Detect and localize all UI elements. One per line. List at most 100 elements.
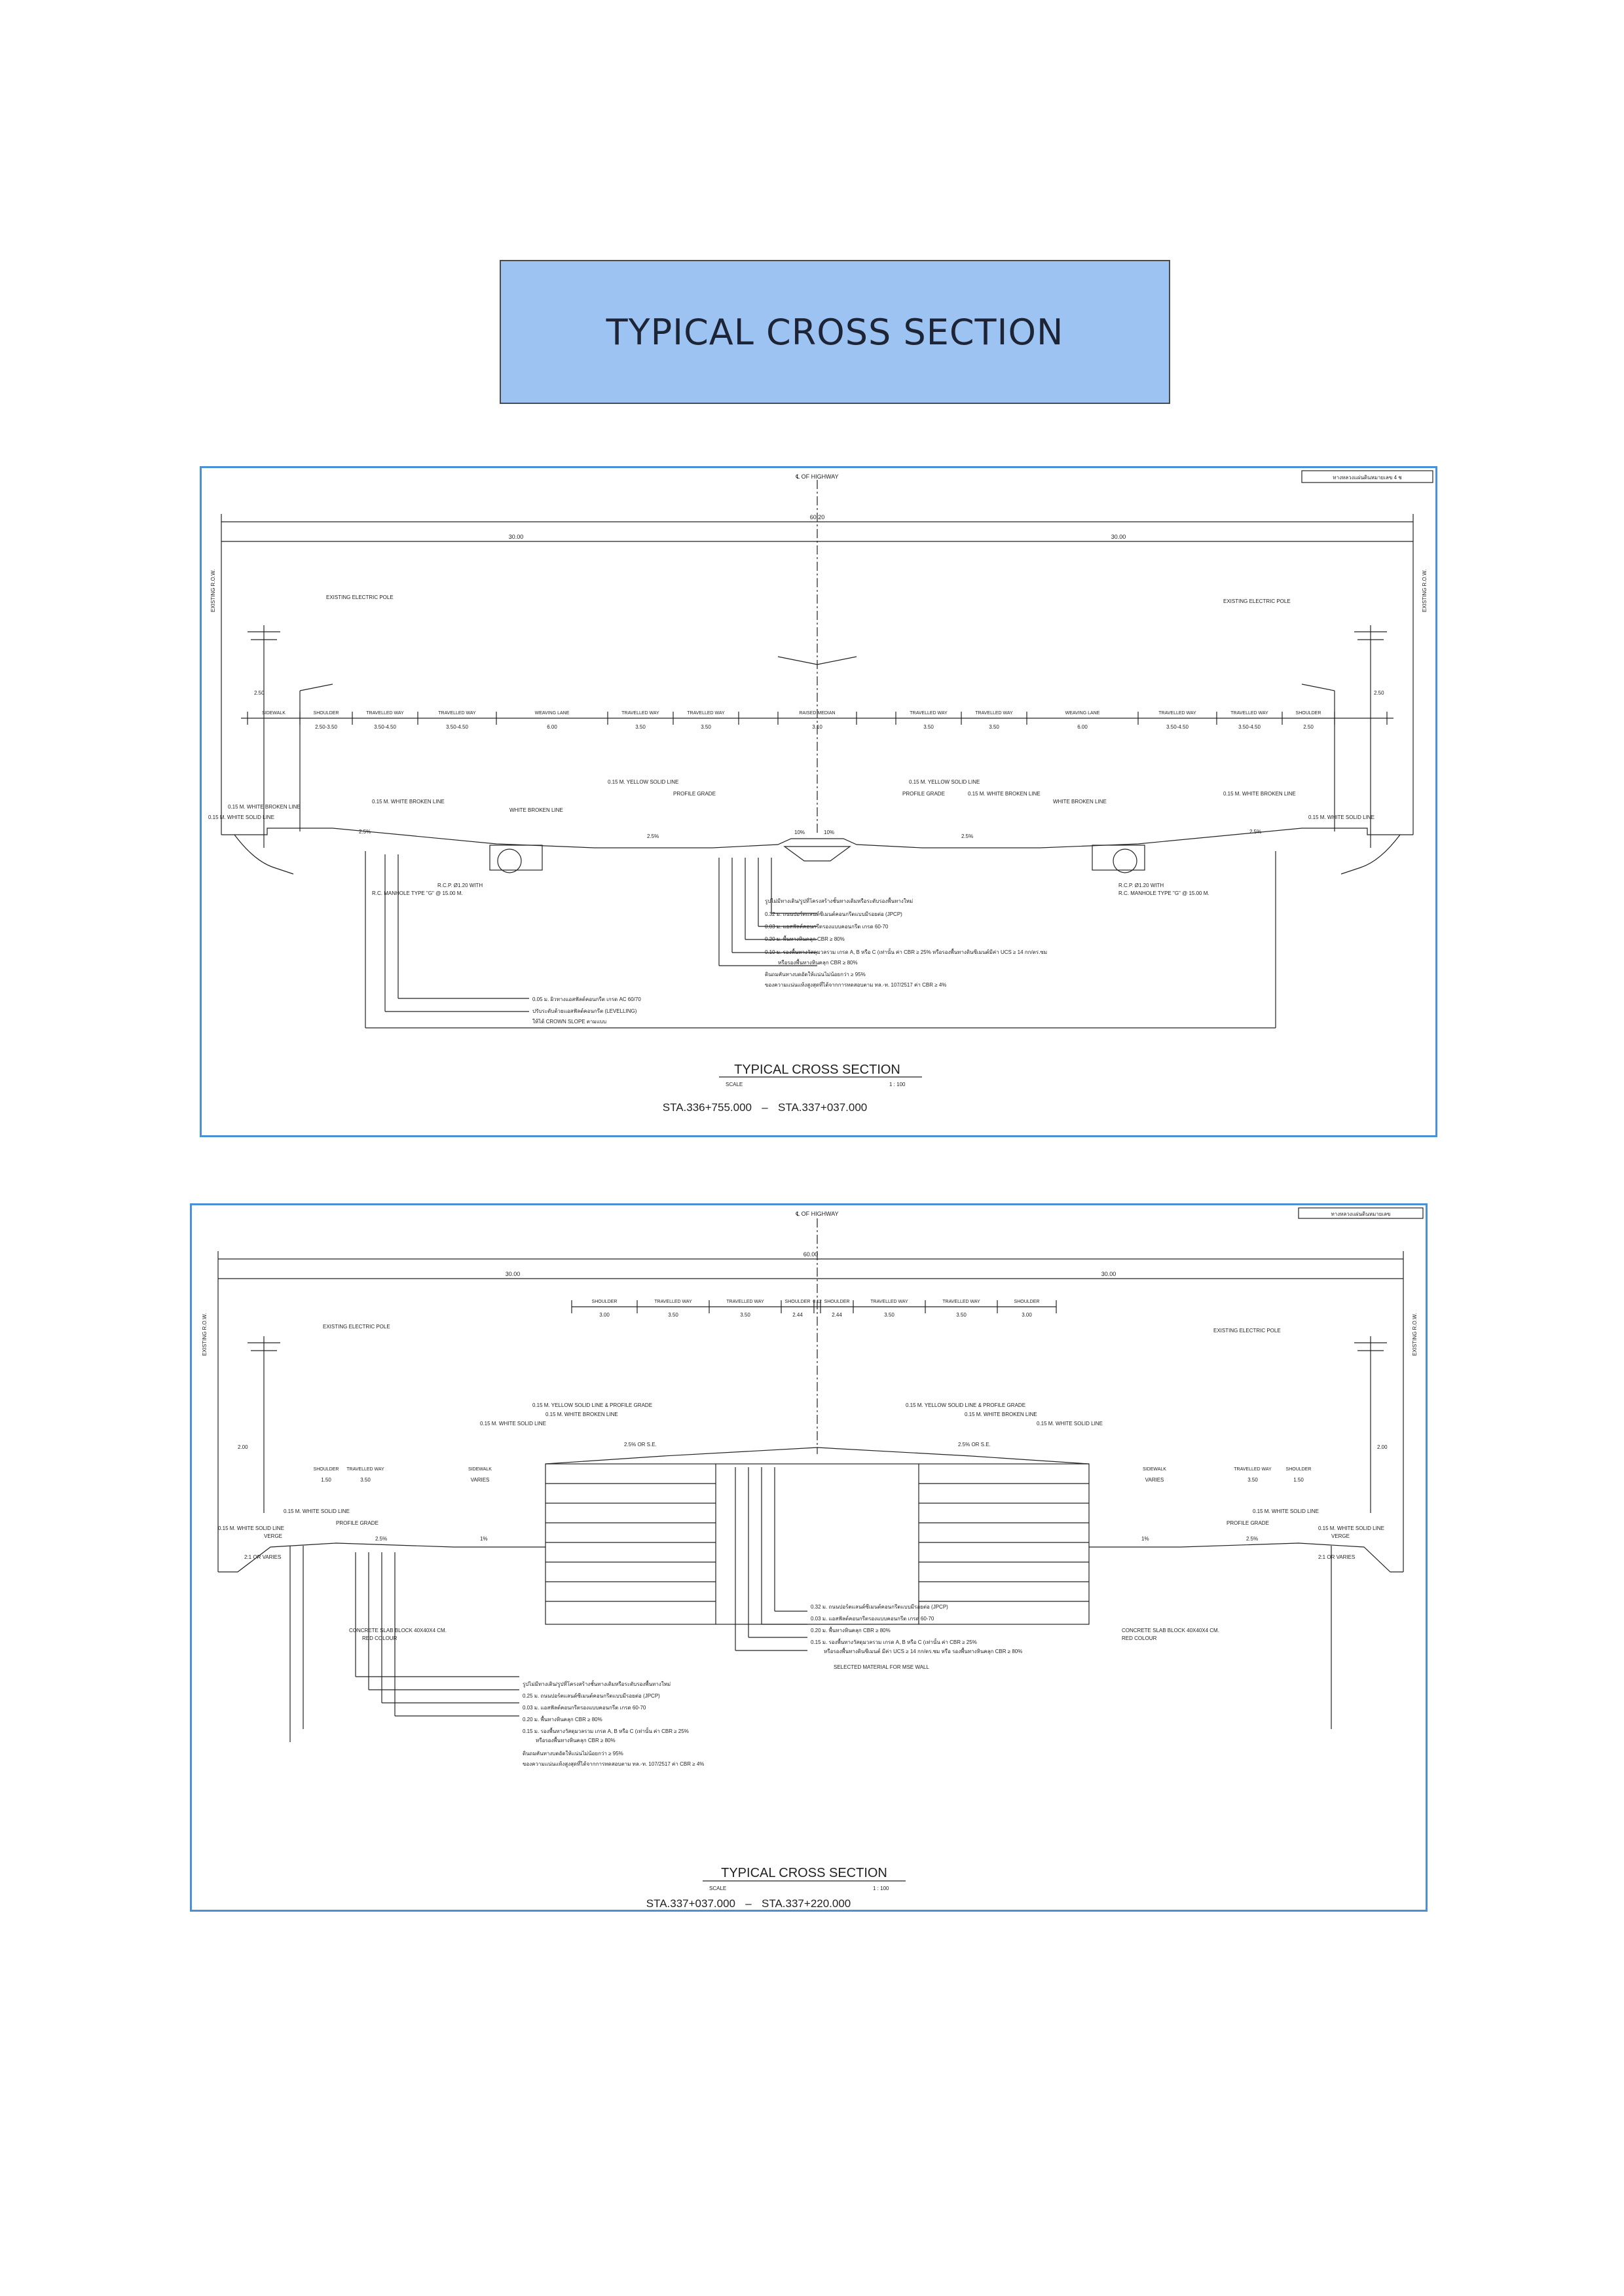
lane-width: 2.44 [792,1312,803,1318]
half-width-right: 30.00 [1101,1271,1116,1277]
lane-label: TRAVELLED WAY [910,711,948,716]
layer-note: 0.03 ม. แอสฟัลต์คอนกรีตรองแบบคอนกรีต เกร… [765,923,889,930]
sheet-tag: ทางหลวงแผ่นดินหมายเลข 4 ช [1333,475,1402,481]
layer-note: 0.20 ม. พื้นทางหินคลุก CBR ≥ 80% [765,935,845,942]
lane-width: 3.00 [1022,1312,1032,1318]
lane-label: TRAVELLED WAY [726,1300,764,1304]
pole-label-left: EXISTING ELECTRIC POLE [326,594,394,600]
edge-right: 2.00 [1377,1444,1388,1450]
layer-note: 0.15 ม. รองพื้นทางวัสดุมวลรวม เกรด A, B … [523,1727,689,1734]
marking-note: 0.15 M. YELLOW SOLID LINE [608,779,678,785]
rcp-note: R.C.P. Ø1.20 WITH [1118,883,1164,888]
lane-label: RAISED MEDIAN [799,711,835,716]
layer-note: 0.32 ม. ถนนปอร์ตแลนด์ซีเมนต์คอนกรีตแบบมี… [765,911,902,917]
layer-note: รูปไม่มีทางเดิน/รูปที่โครงสร้างชั้นทางเด… [523,1680,671,1688]
road-surface-profile [221,828,1413,848]
layer-note: 0.10 ม. รองพื้นทางวัสดุมวลรวม เกรด A, B … [765,948,1047,955]
lane-width: 2.50 [1303,724,1314,730]
layer-note: ดินถมคันทางบดอัดให้แน่นไม่น้อยกว่า ≥ 95% [523,1751,623,1757]
page-title: TYPICAL CROSS SECTION [606,311,1064,353]
marking-note: 0.15 M. YELLOW SOLID LINE & PROFILE GRAD… [532,1402,652,1408]
marking-note: WHITE BROKEN LINE [1053,799,1107,805]
rcp-note: R.C. MANHOLE TYPE "G" @ 15.00 M. [1118,890,1209,896]
lane-label: TRAVELLED WAY [975,711,1013,716]
marking-notes-top: 0.15 M. YELLOW SOLID LINE & PROFILE GRAD… [480,1402,1103,1427]
mse-layers: 0.32 ม. ถนนปอร์ตแลนด์ซีเมนต์คอนกรีตแบบมี… [811,1603,1022,1670]
station-dash: – [745,1897,752,1910]
lane-width: 2.50-3.50 [315,724,337,730]
pole-label-right: EXISTING ELECTRIC POLE [1213,1328,1281,1334]
marking-note: 0.15 M. YELLOW SOLID LINE & PROFILE GRAD… [906,1402,1025,1408]
marking-note: 0.15 M. WHITE SOLID LINE [1253,1508,1319,1514]
marking-note: PROFILE GRADE [673,791,716,797]
layer-note: หรือรองพื้นทางดินซีเมนต์ มีค่า UCS ≥ 14 … [824,1647,1022,1654]
frontage-layers: รูปไม่มีทางเดิน/รูปที่โครงสร้างชั้นทางเด… [523,1680,704,1768]
lane-width: 3.10 [812,724,822,730]
lane-label: TRAVELLED WAY [1158,711,1196,716]
marking-note: 0.15 M. WHITE BROKEN LINE [228,804,301,810]
slope-label: 2.5% [647,833,659,839]
half-width-right: 30.00 [1111,534,1126,540]
slope-labels: 2.5% 2.5% 10% 10% 2.5% 2.5% [359,829,1261,839]
top-lane-ticks [571,1300,1057,1313]
marking-note: 0.15 M. WHITE SOLID LINE [480,1421,546,1427]
pole-label-right: EXISTING ELECTRIC POLE [1223,598,1291,604]
lane-width: 3.50 [884,1312,895,1318]
lane-label: TRAVELLED WAY [870,1300,908,1304]
lane-label: WEAVING LANE [535,711,570,716]
lane-label: TRAVELLED WAY [621,711,659,716]
layer-note: 0.03 ม. แอสฟัลต์คอนกรีตรองแบบคอนกรีต เกร… [811,1615,934,1622]
edge-left: 2.50 [254,690,265,696]
layer-note: 0.25 ม. ถนนปอร์ตแลนด์ซีเมนต์คอนกรีตแบบมี… [523,1692,660,1699]
frontage-road-left [218,1542,545,1573]
sheet-tag-box [1298,1207,1424,1219]
slope-label: 2.5% [1246,1536,1258,1542]
lane-width: 3.50 [635,724,646,730]
layer-note: SELECTED MATERIAL FOR MSE WALL [834,1664,930,1670]
frontage-road-right [1089,1542,1403,1573]
slope-label: 2:1 OR VARIES [1318,1554,1355,1560]
lane-label: SHOULDER [592,1300,618,1304]
overlay-note: ให้ได้ CROWN SLOPE ตามแบบ [532,1019,606,1025]
lane-width: 3.50-4.50 [1238,724,1261,730]
ditch-left [234,834,294,875]
half-width-left: 30.00 [509,534,524,540]
raised-median [783,846,851,862]
lane-width: 3.50-4.50 [1166,724,1189,730]
slope-label: 1% [1141,1536,1149,1542]
lane-width: 3.50 [668,1312,678,1318]
marking-note: 0.15 M. WHITE SOLID LINE [1308,814,1375,820]
marking-note: 0.15 M. WHITE SOLID LINE [218,1525,284,1531]
frontage-lane-labels: SHOULDER TRAVELLED WAY SIDEWALK SIDEWALK… [314,1467,1312,1472]
rcp-note: R.C. MANHOLE TYPE "G" @ 15.00 M. [372,890,463,896]
lane-label: TRAVELLED WAY [366,711,404,716]
lane-width: 3.50 [923,724,934,730]
row-label-right: EXISTING R.O.W. [1412,1313,1418,1356]
marking-note: PROFILE GRADE [902,791,945,797]
marking-note: 0.15 M. WHITE SOLID LINE [1318,1525,1384,1531]
rcp-pipe-left [497,848,522,873]
rcp-pipe-right [1113,848,1137,873]
lane-width: VARIES [471,1477,490,1483]
lane-label: TRAVELLED WAY [438,711,476,716]
slab-note: RED COLOUR [1122,1635,1157,1641]
slope-label: 2.5% [1249,829,1261,835]
lane-width: 6.00 [1077,724,1088,730]
slab-notes: CONCRETE SLAB BLOCK 40X40X4 CM. RED COLO… [349,1628,1219,1641]
layer-note: 0.20 ม. พื้นทางหินคลุก CBR ≥ 80% [811,1626,891,1633]
frontage-lane-widths: 1.50 3.50 VARIES VARIES 3.50 1.50 [321,1477,1304,1483]
slab-note: CONCRETE SLAB BLOCK 40X40X4 CM. [349,1628,447,1633]
lane-label: SHOULDER [785,1300,811,1304]
layer-note: 0.15 ม. รองพื้นทางวัสดุมวลรวม เกรด A, B … [811,1638,977,1645]
page-title-banner: TYPICAL CROSS SECTION [500,260,1170,404]
row-label-left: EXISTING R.O.W. [210,570,216,612]
marking-note: 0.15 M. WHITE BROKEN LINE [372,799,445,805]
lane-width: 3.00 [599,1312,610,1318]
top-lane-labels: SHOULDER TRAVELLED WAY TRAVELLED WAY SHO… [592,1300,1040,1304]
overlay-note: 0.05 ม. ผิวทางแอสฟัลต์คอนกรีต เกรด AC 60… [532,996,641,1002]
edge-left: 2.00 [238,1444,248,1450]
top-lane-widths: 3.00 3.50 3.50 2.44 2.44 3.50 3.50 3.00 … [599,1300,1032,1318]
lane-width: 3.50 [956,1312,967,1318]
scale-label: SCALE [726,1082,743,1087]
slope-label: 2.5% [359,829,371,835]
